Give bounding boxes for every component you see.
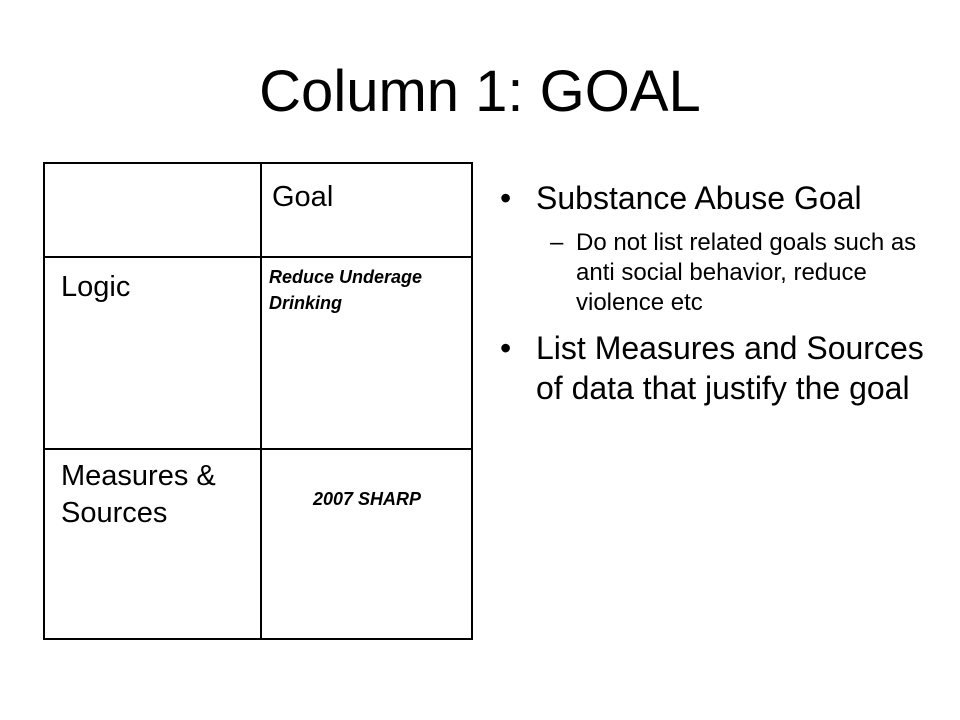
slide-title: Column 1: GOAL — [259, 59, 701, 124]
table-header-goal: Goal — [272, 181, 334, 213]
bullet-marker: • — [500, 180, 512, 216]
table-cell-logic-value: Reduce Underage Drinking — [269, 267, 423, 313]
table-divider — [45, 448, 471, 450]
table-divider — [260, 164, 262, 638]
sub-bullet-text: Do not list related goals such as anti s… — [576, 229, 917, 316]
table-cell-measures-value: 2007 SHARP — [313, 489, 422, 509]
table-row-label-logic: Logic — [61, 271, 131, 303]
bullet-list: • Substance Abuse Goal – Do not list rel… — [500, 178, 940, 408]
table-divider — [45, 256, 471, 258]
bullet-text: List Measures and Sources of data that j… — [536, 330, 924, 406]
sub-bullet-item: – Do not list related goals such as anti… — [500, 228, 940, 318]
bullet-marker: • — [500, 330, 512, 366]
bullet-item: • Substance Abuse Goal — [500, 178, 940, 218]
table-row-label-measures: Measures & Sources — [61, 460, 216, 529]
bullet-item: • List Measures and Sources of data that… — [500, 328, 940, 408]
bullet-text: Substance Abuse Goal — [536, 180, 862, 216]
goal-table: Goal Logic Reduce Underage Drinking Meas… — [43, 162, 473, 640]
sub-bullet-marker: – — [550, 229, 564, 256]
